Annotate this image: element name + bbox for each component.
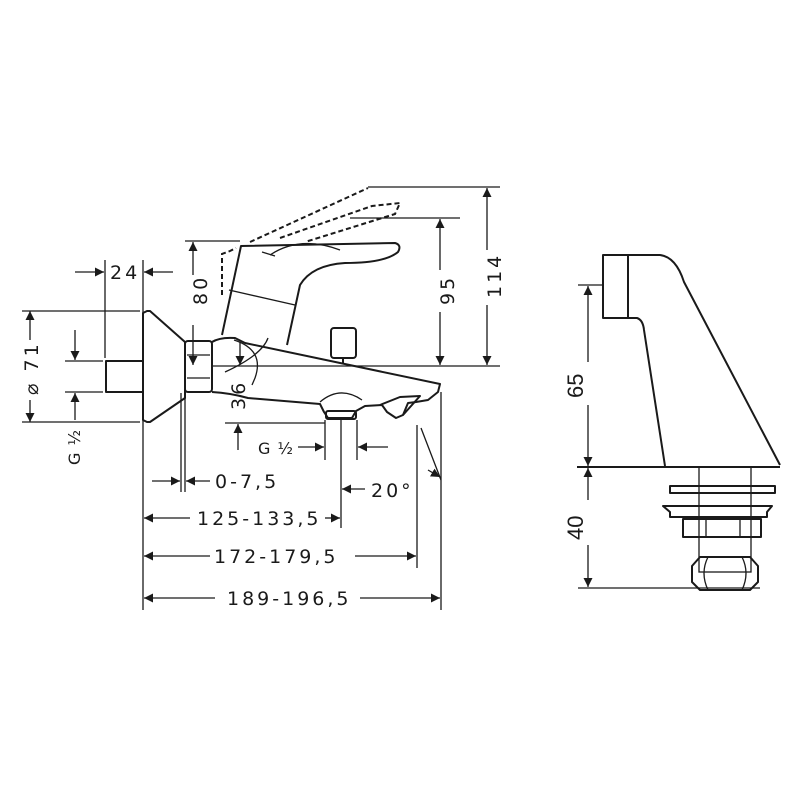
dim-24: 24 bbox=[110, 262, 140, 284]
dim-40: 40 bbox=[563, 516, 588, 540]
dim-radius-36: 36 bbox=[228, 380, 250, 410]
dim-0-7-5: 0-7,5 bbox=[215, 471, 279, 493]
lever-raised-outline bbox=[221, 187, 402, 295]
dim-angle-20: 20° bbox=[371, 480, 414, 502]
wall-flange bbox=[142, 310, 186, 423]
inlet-connector bbox=[105, 360, 144, 393]
hex-nut bbox=[691, 556, 759, 591]
threaded-cap bbox=[602, 254, 629, 319]
spout-body bbox=[211, 336, 441, 419]
dim-diameter-71: ⌀ 71 bbox=[21, 341, 43, 395]
washer bbox=[669, 485, 776, 494]
dim-114: 114 bbox=[484, 253, 506, 298]
pillar-body-outer bbox=[628, 254, 781, 466]
lever-handle bbox=[221, 242, 401, 346]
dim-125-133-5: 125-133,5 bbox=[197, 508, 322, 530]
dim-189-196-5: 189-196,5 bbox=[227, 588, 352, 610]
dim-65: 65 bbox=[563, 374, 588, 398]
lock-nut bbox=[682, 518, 762, 538]
extension-lines bbox=[22, 186, 500, 610]
outlet-thread bbox=[325, 410, 357, 420]
dimension-lines bbox=[25, 188, 492, 603]
dim-172-179-5: 172-179,5 bbox=[214, 546, 339, 568]
dim-80: 80 bbox=[190, 275, 212, 305]
thread-inlet-label: G ½ bbox=[65, 429, 84, 465]
washer-2 bbox=[662, 505, 773, 518]
thread-outlet-label: G ½ bbox=[258, 439, 294, 458]
mixer-side-view bbox=[105, 187, 442, 481]
diverter-knob bbox=[330, 327, 357, 359]
pillar-body-inner bbox=[628, 317, 666, 467]
nut bbox=[184, 340, 213, 393]
dim-95: 95 bbox=[437, 275, 459, 305]
pillar-side-view bbox=[577, 254, 781, 591]
